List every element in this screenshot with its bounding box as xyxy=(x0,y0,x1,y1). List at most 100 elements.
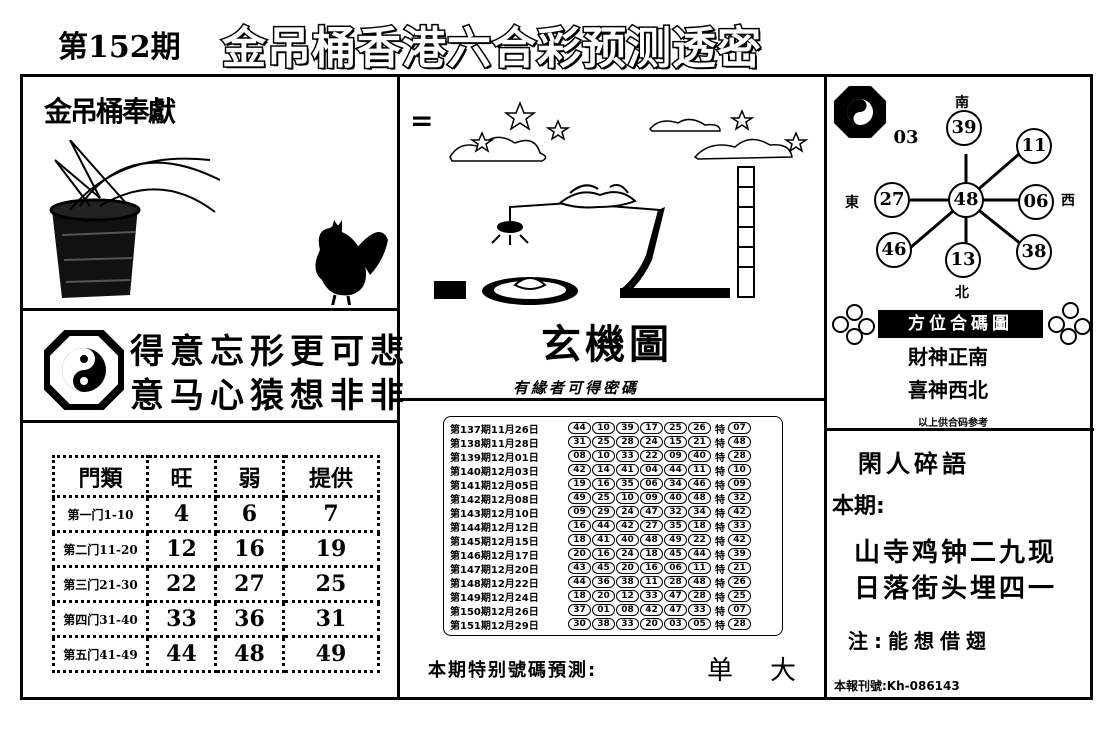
history-te-ball: 28 xyxy=(728,450,751,462)
history-row-label: 第144期12月12日 xyxy=(450,522,539,534)
history-te-label: 特 xyxy=(715,494,725,506)
history-row-label: 第140期12月03日 xyxy=(450,466,539,478)
puzzle-title: 玄機圖 xyxy=(541,321,673,368)
history-row-label: 第141期12月05日 xyxy=(450,480,539,492)
history-row-label: 第149期12月24日 xyxy=(450,592,539,604)
history-te-ball: 39 xyxy=(728,548,751,560)
compass-north-label: 北 xyxy=(955,285,969,301)
history-ball: 15 xyxy=(664,436,687,448)
history-ball: 10 xyxy=(592,450,615,462)
history-te-ball: 26 xyxy=(728,576,751,588)
history-te-label: 特 xyxy=(715,466,725,478)
special-label: 本期特别號碼預測: xyxy=(428,660,598,681)
history-ball: 32 xyxy=(664,506,687,518)
history-ball: 47 xyxy=(664,590,687,602)
divider-right xyxy=(824,74,827,700)
door-label: 第四门31-40 xyxy=(52,600,149,638)
history-ball: 47 xyxy=(664,604,687,616)
history-ball: 08 xyxy=(616,604,639,616)
history-ball: 17 xyxy=(640,422,663,434)
table-header: 弱 xyxy=(213,455,285,498)
history-row-label: 第138期11月28日 xyxy=(450,438,539,450)
table-header: 提供 xyxy=(281,455,381,498)
history-ball: 04 xyxy=(640,464,663,476)
history-te-label: 特 xyxy=(715,522,725,534)
compass-ball-topright: 11 xyxy=(1016,128,1052,164)
history-ball: 24 xyxy=(616,506,639,518)
history-ball: 06 xyxy=(640,478,663,490)
history-ball: 28 xyxy=(616,436,639,448)
door-label: 第二门11-20 xyxy=(52,530,149,568)
history-te-label: 特 xyxy=(715,424,725,436)
history-ball: 40 xyxy=(688,450,711,462)
puzzle-subtitle: 有緣者可得密碼 xyxy=(513,379,640,397)
history-ball: 44 xyxy=(568,422,591,434)
history-ball: 34 xyxy=(664,478,687,490)
idle-note: 注:能想借翅 xyxy=(848,629,992,653)
history-te-label: 特 xyxy=(715,536,725,548)
history-te-ball: 42 xyxy=(728,534,751,546)
cell-ruo: 27 xyxy=(213,565,285,603)
history-ball: 22 xyxy=(640,450,663,462)
history-ball: 41 xyxy=(592,534,615,546)
history-ball: 43 xyxy=(568,562,591,574)
divider-h2 xyxy=(20,420,398,423)
compass-east-label: 東 xyxy=(845,195,859,211)
cell-ruo: 48 xyxy=(213,635,285,673)
table-header-row: 門類 旺 弱 提供 xyxy=(52,455,381,498)
issue-number: 第152期 xyxy=(58,30,181,65)
divider-h4 xyxy=(824,428,1094,431)
idle-line-2: 日落街头埋四一 xyxy=(854,574,1058,604)
history-ball: 46 xyxy=(688,478,711,490)
history-ball: 35 xyxy=(616,478,639,490)
flower-icon xyxy=(1062,302,1079,319)
history-ball: 16 xyxy=(640,562,663,574)
history-ball: 39 xyxy=(616,422,639,434)
cell-wang: 44 xyxy=(146,635,217,673)
history-te-ball: 10 xyxy=(728,464,751,476)
special-value-1: 单 xyxy=(707,656,734,686)
compass-ball-botright: 38 xyxy=(1016,234,1052,270)
history-ball: 33 xyxy=(688,604,711,616)
table-row: 第一门1-10 4 6 7 xyxy=(52,495,381,533)
history-ball: 03 xyxy=(664,618,687,630)
history-ball: 33 xyxy=(616,618,639,630)
history-ball: 22 xyxy=(688,534,711,546)
cloud-icon xyxy=(449,118,793,162)
history-ball: 09 xyxy=(640,492,663,504)
history-ball: 09 xyxy=(664,450,687,462)
history-row-label: 第137期11月26日 xyxy=(450,424,539,436)
cell-tigong: 7 xyxy=(281,495,381,533)
history-te-label: 特 xyxy=(715,438,725,450)
special-value-2: 大 xyxy=(770,656,797,686)
lamp-icon xyxy=(491,201,661,245)
bucket-rooster-illustration xyxy=(49,140,388,305)
history-row-label: 第147期12月20日 xyxy=(450,564,539,576)
door-table: 門類 旺 弱 提供 第一门1-10 4 6 7 第二门11-20 12 16 1… xyxy=(52,455,381,673)
history-ball: 30 xyxy=(568,618,591,630)
position-line-2: 喜神西北 xyxy=(908,378,988,402)
flower-icon xyxy=(1060,328,1077,345)
history-te-ball: 07 xyxy=(728,604,751,616)
star-icon xyxy=(469,100,809,153)
history-ball: 20 xyxy=(640,618,663,630)
history-ball: 21 xyxy=(688,436,711,448)
history-ball: 45 xyxy=(664,548,687,560)
flower-icon xyxy=(832,316,849,333)
history-ball: 25 xyxy=(592,492,615,504)
history-ball: 20 xyxy=(568,548,591,560)
history-te-label: 特 xyxy=(715,578,725,590)
history-te-ball: 33 xyxy=(728,520,751,532)
history-te-label: 特 xyxy=(715,480,725,492)
cell-ruo: 36 xyxy=(213,600,285,638)
compass-south-label: 南 xyxy=(955,95,969,111)
history-ball: 35 xyxy=(664,520,687,532)
compass-ball-top: 39 xyxy=(946,110,982,146)
history-ball: 16 xyxy=(592,478,615,490)
compass-ball-botleft: 46 xyxy=(876,232,912,268)
